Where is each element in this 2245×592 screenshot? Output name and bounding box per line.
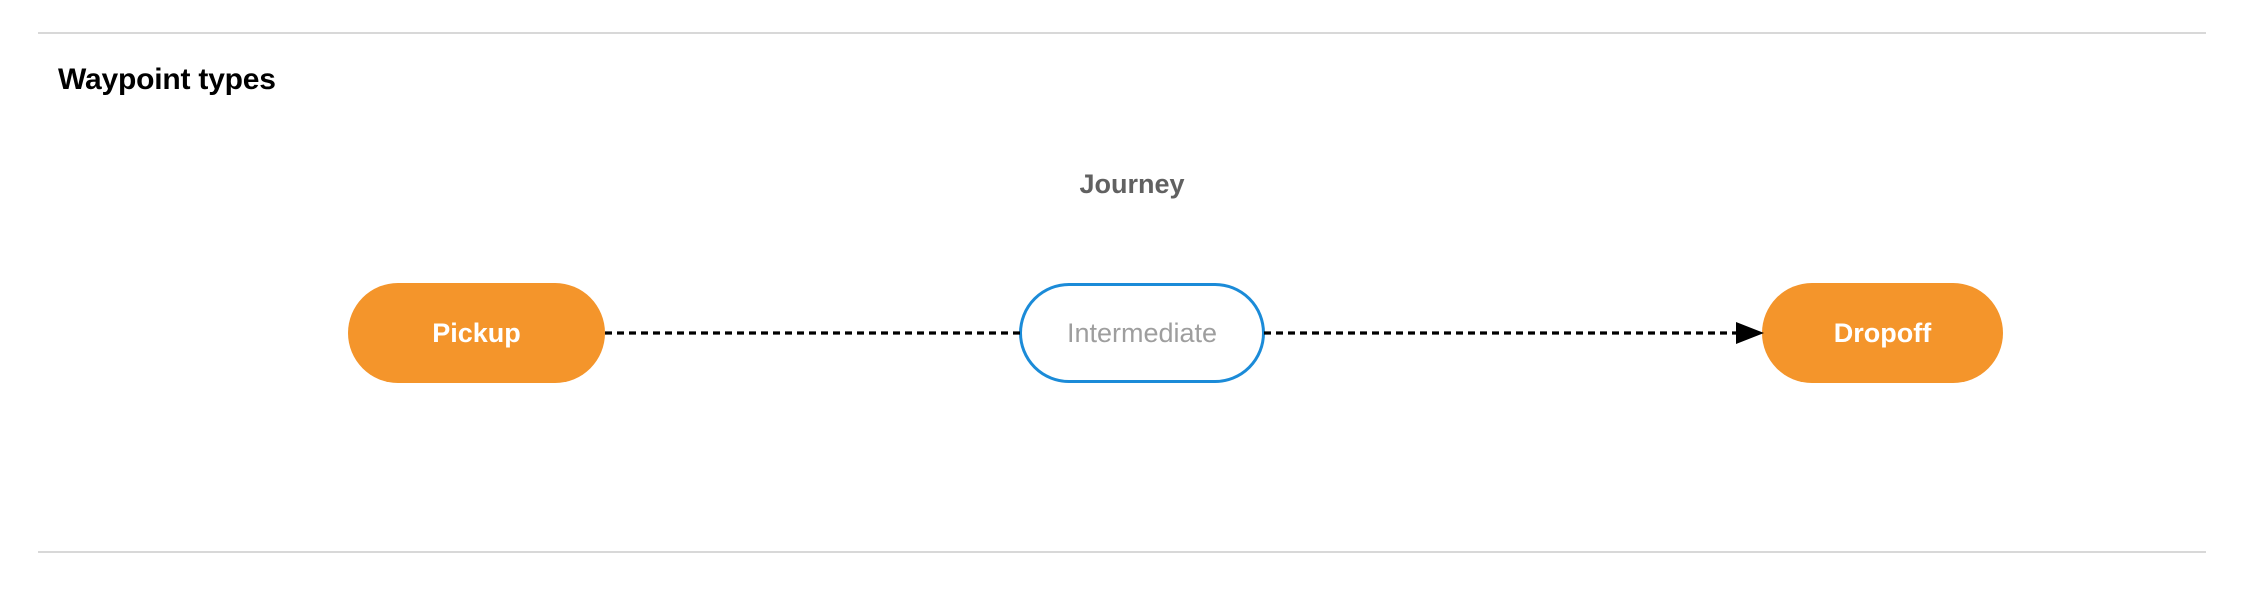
node-intermediate[interactable]: Intermediate [1019, 283, 1265, 383]
edge-intermediate-to-dropoff [1264, 322, 1764, 344]
section-divider-top [38, 32, 2206, 34]
section-divider-bottom [38, 551, 2206, 553]
journey-group-label: Journey [1079, 169, 1185, 199]
arrowhead-icon [1736, 322, 1764, 344]
edge-pickup-to-intermediate [605, 331, 1021, 335]
node-dropoff[interactable]: Dropoff [1762, 283, 2003, 383]
page-title: Waypoint types [58, 63, 276, 96]
node-pickup[interactable]: Pickup [348, 283, 605, 383]
